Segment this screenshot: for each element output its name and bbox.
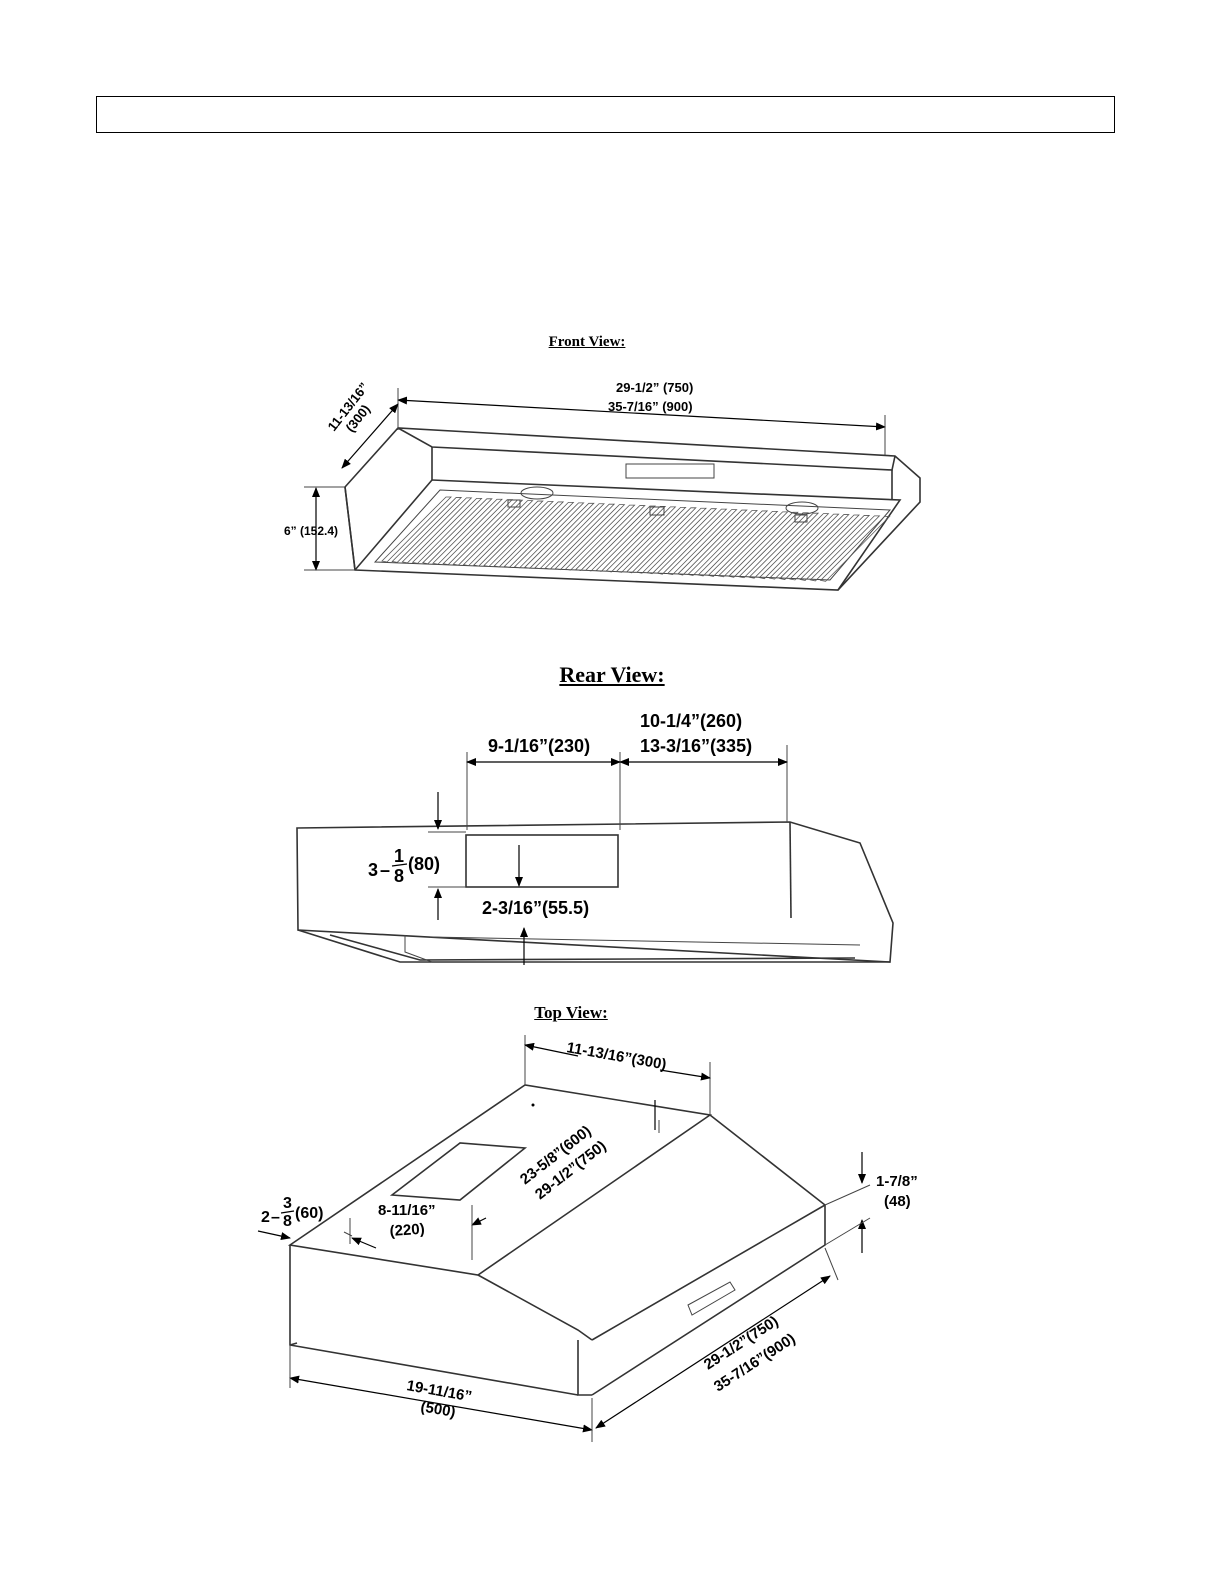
rear-dim-dash: –: [380, 860, 390, 880]
rear-dim-offset-b: 13-3/16”(335): [640, 736, 752, 756]
rear-vent-opening: [466, 835, 618, 887]
rear-dim-vent-bottom: 2-3/16”(55.5): [482, 898, 589, 918]
top-view-drawing: [258, 1035, 870, 1442]
light-left: [521, 487, 553, 499]
rear-dim-offset-a: 10-1/4”(260): [640, 711, 742, 731]
top-dim-right-b: (48): [884, 1193, 911, 1210]
front-dim-width-b: 35-7/16” (900): [608, 399, 693, 414]
top-dim-side-num: 3: [283, 1195, 292, 1212]
light-right: [786, 502, 818, 514]
top-dim-vent-a: 8-11/16”: [378, 1202, 436, 1219]
top-dim-vent-b: (220): [389, 1221, 425, 1240]
top-dim-side-mm: (60): [295, 1205, 323, 1222]
front-view-drawing: [304, 388, 920, 590]
rear-dim-vent-width: 9-1/16”(230): [488, 736, 590, 756]
front-dim-height: 6” (152.4): [284, 524, 338, 538]
front-dim-width-a: 29-1/2” (750): [616, 380, 693, 395]
top-dim-right-a: 1-7/8”: [876, 1173, 918, 1190]
top-vent-opening: [392, 1143, 525, 1200]
rear-dim-height-den: 8: [394, 866, 404, 886]
rear-view-drawing: [297, 745, 893, 965]
top-dim-side-whole: 2: [261, 1209, 270, 1226]
rear-dim-height-num: 1: [394, 846, 404, 866]
top-dim-depth: 11-13/16”(300): [565, 1039, 667, 1073]
rear-dim-height-mm: (80): [408, 854, 440, 874]
grease-filter-slats: [382, 497, 890, 581]
rear-dim-height-whole: 3: [368, 860, 378, 880]
top-dim-dash: –: [271, 1209, 280, 1226]
top-dim-side-den: 8: [283, 1213, 292, 1230]
